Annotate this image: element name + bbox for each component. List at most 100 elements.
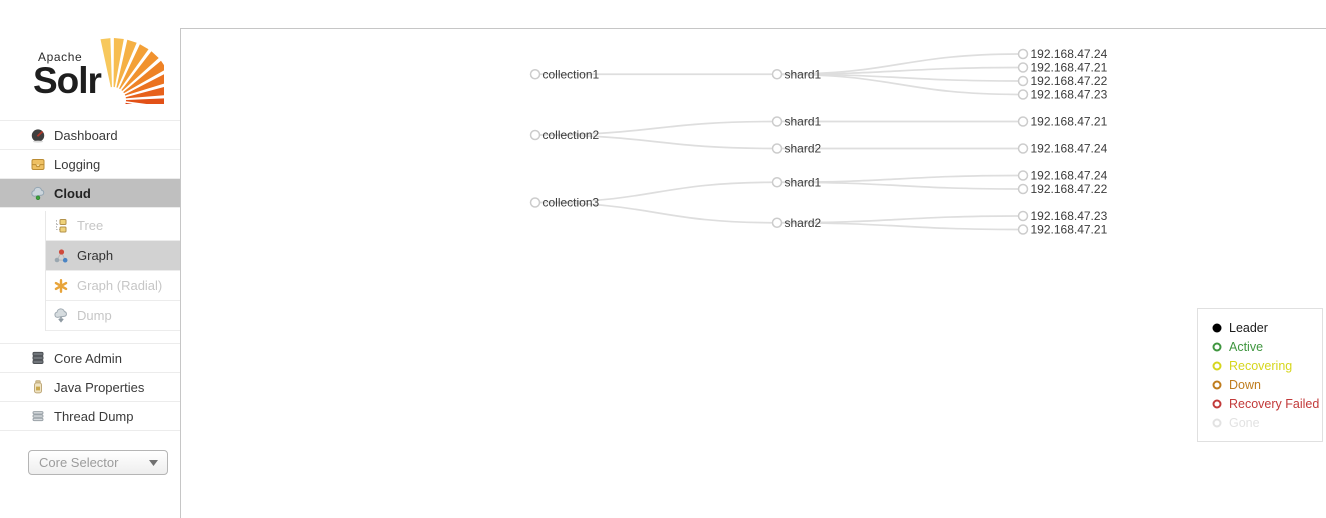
graph-link [776, 181, 1024, 190]
sidebar-item-label: Java Properties [54, 379, 145, 395]
sidebar-item-tree: Tree [46, 211, 180, 241]
node-circle-icon [529, 129, 541, 141]
legend-label: Recovering [1229, 358, 1293, 373]
core-selector[interactable]: Core Selector [28, 450, 168, 475]
active-node-icon [1017, 75, 1029, 87]
graph-node-shard: shard1 [771, 67, 822, 81]
graph-node-label: collection1 [543, 67, 600, 81]
graph-node-label: 192.168.47.22 [1031, 74, 1108, 88]
sidebar-item-label: Dump [77, 308, 112, 323]
sidebar-item-label: Cloud [54, 185, 91, 201]
logo-solr-text: Solr [33, 60, 102, 101]
legend-label: Active [1229, 339, 1264, 354]
recovering-legend-icon [1212, 361, 1222, 370]
graph-node-replica: 192.168.47.21 [1017, 223, 1108, 237]
graph-node-label: collection2 [543, 128, 600, 142]
sidebar-item-thread-dump[interactable]: Thread Dump [0, 402, 180, 431]
legend-row-leader: Leader [1198, 318, 1322, 337]
sidebar-item-label: Graph [77, 248, 114, 263]
gone-legend-icon [1212, 418, 1222, 427]
graph-node-replica: 192.168.47.21 [1017, 61, 1108, 75]
graph-node-replica: 192.168.47.22 [1017, 182, 1108, 196]
graph-node-collection: collection2 [529, 128, 600, 142]
node-circle-icon [771, 217, 783, 228]
graph-node-label: shard1 [785, 115, 822, 129]
graph-radial-icon [53, 278, 69, 294]
graph-node-collection: collection1 [529, 67, 600, 81]
active-node-icon [1017, 183, 1029, 195]
node-circle-icon [771, 69, 783, 80]
active-node-icon [1017, 62, 1029, 73]
sidebar-item-label: Tree [77, 218, 104, 233]
sidebar-item-label: Core Admin [54, 350, 122, 366]
solr-sunburst-icon [100, 38, 164, 104]
legend-row-gone: Gone [1198, 413, 1322, 432]
graph-node-replica: 192.168.47.24 [1017, 47, 1108, 61]
graph-node-label: 192.168.47.21 [1031, 115, 1108, 129]
thread-dump-icon [30, 408, 46, 424]
graph-node-label: shard2 [785, 142, 822, 156]
sidebar-item-cloud[interactable]: Cloud [0, 179, 180, 208]
node-circle-icon [771, 143, 783, 154]
graph-node-label: 192.168.47.21 [1031, 223, 1108, 237]
graph-node-label: 192.168.47.23 [1031, 88, 1108, 102]
graph-node-shard: shard1 [771, 115, 822, 129]
graph-node-replica: 192.168.47.21 [1017, 115, 1108, 129]
node-circle-icon [529, 69, 541, 80]
sidebar-item-label: Logging [54, 156, 101, 172]
core-selector-label: Core Selector [39, 455, 119, 470]
graph-node-collection: collection3 [529, 196, 600, 210]
leader-node-icon [1017, 224, 1029, 235]
legend-label: Down [1229, 377, 1261, 392]
java-properties-icon [30, 379, 46, 395]
active-legend-icon [1212, 342, 1222, 351]
sidebar-item-java-properties[interactable]: Java Properties [0, 373, 180, 402]
leader-node-icon [1017, 143, 1029, 154]
solr-logo: Apache Solr [28, 34, 164, 104]
leader-node-icon [1017, 89, 1029, 100]
sidebar-item-graph-radial: Graph (Radial) [46, 271, 180, 301]
graph-node-label: shard1 [785, 175, 822, 189]
graph-node-replica: 192.168.47.24 [1017, 142, 1108, 156]
down-legend-icon [1212, 380, 1222, 389]
graph-node-label: 192.168.47.24 [1031, 142, 1108, 156]
sidebar-item-logging[interactable]: Logging [0, 150, 180, 179]
graph-node-label: 192.168.47.22 [1031, 182, 1108, 196]
active-node-icon [1017, 210, 1029, 222]
recovery-failed-legend-icon [1212, 399, 1222, 408]
graph-node-label: 192.168.47.24 [1031, 169, 1108, 183]
sidebar-item-label: Graph (Radial) [77, 278, 163, 293]
graph-link [534, 120, 778, 136]
dump-icon [53, 307, 69, 324]
legend-row-down: Down [1198, 375, 1322, 394]
sidebar-item-dashboard[interactable]: Dashboard [0, 121, 180, 150]
dashboard-icon [30, 127, 46, 143]
leader-node-icon [1017, 170, 1029, 181]
logo-apache-text: Apache [38, 50, 83, 64]
graph-link [776, 73, 1024, 96]
graph-node-label: collection3 [543, 196, 600, 210]
legend-label: Gone [1229, 415, 1260, 430]
legend-label: Leader [1229, 320, 1268, 335]
legend-label: Recovery Failed [1229, 396, 1320, 411]
core-admin-icon [30, 350, 46, 366]
graph-node-label: 192.168.47.24 [1031, 47, 1108, 61]
graph-node-label: 192.168.47.23 [1031, 209, 1108, 223]
node-circle-icon [771, 177, 783, 188]
sidebar-item-core-admin[interactable]: Core Admin [0, 344, 180, 373]
graph-node-label: 192.168.47.21 [1031, 61, 1108, 75]
graph-link [534, 201, 778, 224]
graph-node-shard: shard2 [771, 216, 822, 230]
graph-link [776, 221, 1024, 231]
sidebar-item-graph[interactable]: Graph [46, 241, 180, 271]
legend-row-active: Active [1198, 337, 1322, 356]
node-circle-icon [771, 116, 783, 127]
graph-node-label: shard1 [785, 67, 822, 81]
